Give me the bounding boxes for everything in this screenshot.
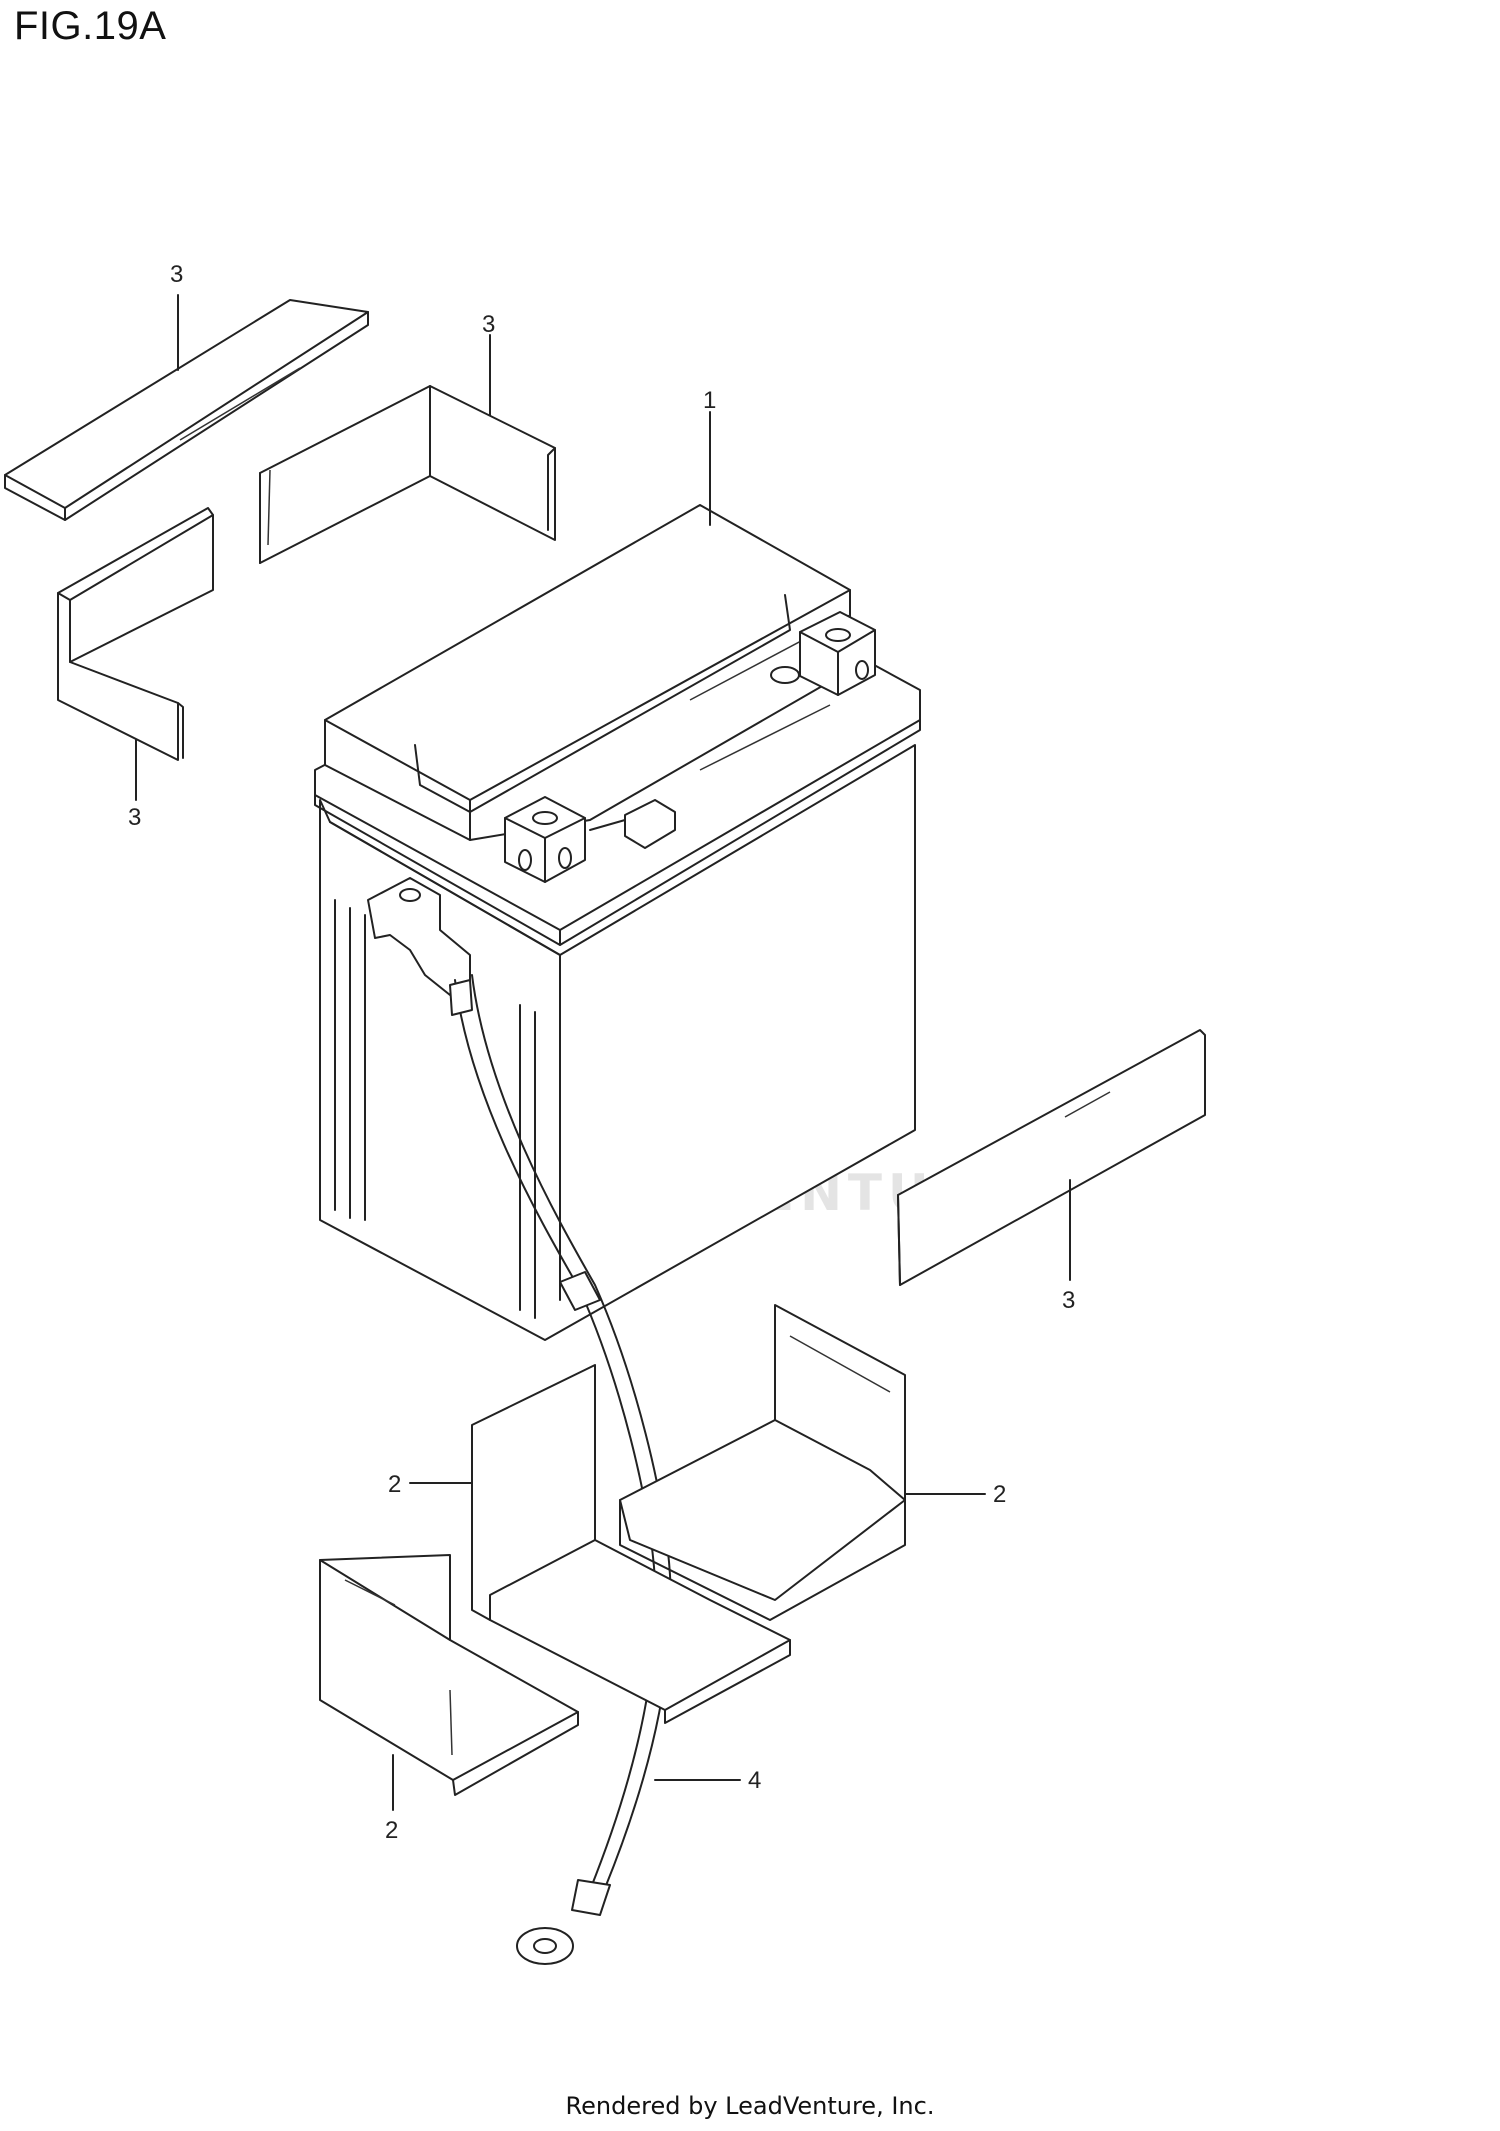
callout-2-center-left: 2 [388, 1471, 401, 1498]
footer-credit: Rendered by LeadVenture, Inc. [565, 2092, 935, 2120]
pad-bottom-right [619, 1304, 906, 1621]
figure-title: FIG.19A [14, 4, 167, 48]
negative-terminal [504, 796, 676, 883]
pad-left-bent [57, 507, 214, 761]
callout-4-cable: 4 [748, 1767, 761, 1794]
leader-lines [135, 294, 1071, 1811]
callouts: 3 3 1 3 3 2 2 2 4 [128, 261, 1075, 1844]
callout-3-top-left: 3 [170, 261, 183, 288]
callout-2-bottom-left: 2 [385, 1817, 398, 1844]
callout-3-top-center: 3 [482, 311, 495, 338]
pad-bottom-left [319, 1554, 579, 1796]
pad-top-center [259, 385, 556, 564]
battery-cable [449, 974, 672, 1965]
pad-right-flat [897, 1029, 1206, 1286]
pad-bottom-center-left [471, 1364, 791, 1724]
pad-top-left-flat [4, 299, 369, 521]
positive-terminal [770, 611, 876, 696]
callout-2-right: 2 [993, 1481, 1006, 1508]
callout-3-left-bent: 3 [128, 804, 141, 831]
battery [314, 504, 921, 1341]
callout-3-right-flat: 3 [1062, 1287, 1075, 1314]
callout-1-battery: 1 [703, 387, 716, 414]
